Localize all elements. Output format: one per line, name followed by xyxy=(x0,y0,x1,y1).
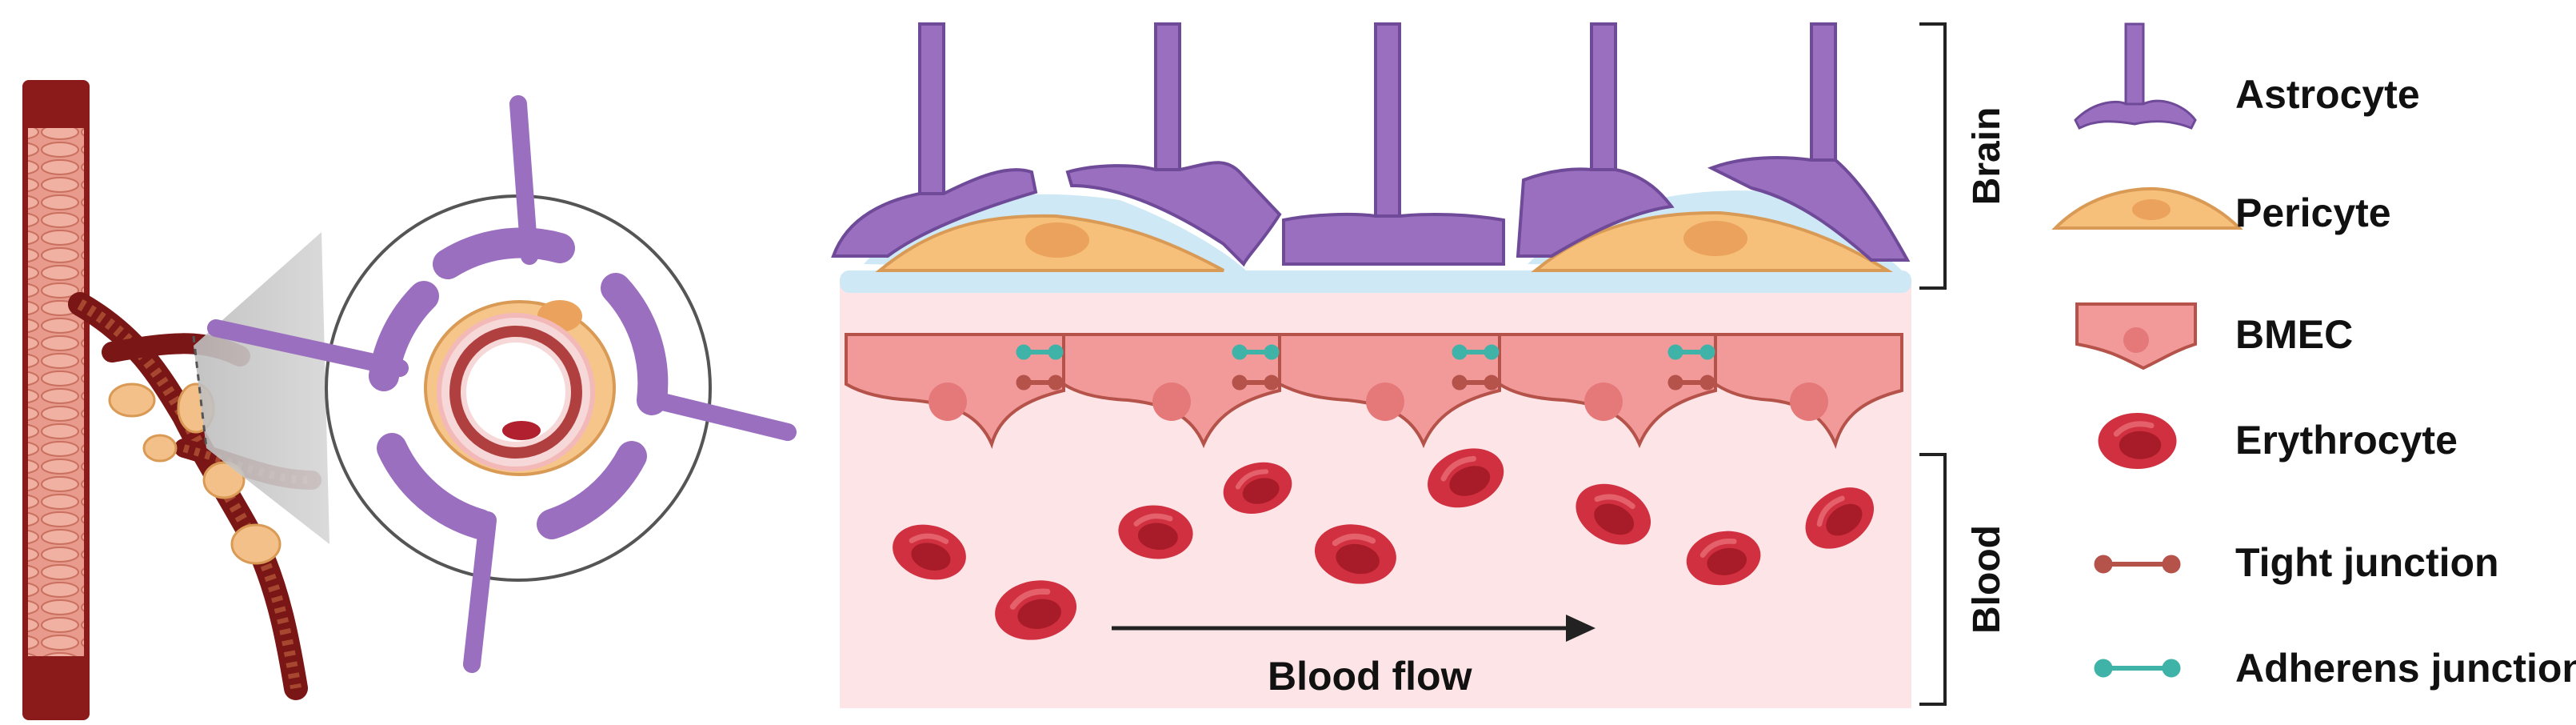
bmec-cell xyxy=(1714,333,1903,449)
pericyte-on-branch xyxy=(142,434,178,463)
junctions xyxy=(1016,344,1715,391)
pericyte-icon xyxy=(2051,186,2243,230)
pericyte-on-branch xyxy=(108,383,156,418)
pericyte-on-branch xyxy=(230,523,282,565)
cross-section-endothelium xyxy=(449,326,582,459)
vessel-overview xyxy=(22,80,797,720)
pericyte-cell xyxy=(875,214,1224,272)
bmec-icon xyxy=(2075,302,2197,371)
legend-label-astrocyte: Astrocyte xyxy=(2235,72,2420,117)
adherens-junction-icon xyxy=(2094,659,2181,678)
blood-bracket xyxy=(1919,453,1947,706)
legend: Astrocyte Pericyte BMEC Erythrocyte Tigh… xyxy=(2051,22,2576,691)
bmec-cell xyxy=(1062,333,1281,449)
tight-junction-icon xyxy=(2094,555,2181,574)
brain-bracket xyxy=(1919,22,1947,290)
astrocyte-cell xyxy=(1516,22,1675,258)
bmec-cell xyxy=(1278,333,1501,449)
pericyte-cell xyxy=(1531,210,1893,272)
zoom-marker xyxy=(192,335,208,449)
zoom-cone xyxy=(194,232,329,544)
basement-membrane xyxy=(840,270,1911,293)
pericyte-on-branch xyxy=(202,461,246,499)
astrocyte-cell xyxy=(1707,22,1911,262)
cross-section-lumen xyxy=(466,342,565,442)
legend-label-tight-junction: Tight junction xyxy=(2235,540,2499,585)
tight-junction xyxy=(1016,375,1715,391)
bbb-section: Blood flow xyxy=(831,22,1911,708)
astrocyte-cell xyxy=(1065,22,1282,267)
bmec-cell xyxy=(845,333,1065,449)
blood-flow-arrow xyxy=(1112,615,1596,642)
blood-flow-label: Blood flow xyxy=(1268,654,1472,699)
erythrocyte-icon xyxy=(2099,413,2177,469)
bmec-cell xyxy=(1498,333,1717,449)
astrocyte-cell xyxy=(1282,22,1505,266)
legend-label-adherens-junction: Adherens junction xyxy=(2235,646,2576,691)
blood-region-label: Blood xyxy=(1966,525,2008,634)
astrocyte-icon xyxy=(2074,22,2197,130)
brain-region-label: Brain xyxy=(1966,107,2008,206)
astrocyte-cell xyxy=(831,22,1038,258)
adherens-junction xyxy=(1016,344,1715,360)
main-vessel-rings xyxy=(28,128,84,656)
legend-label-bmec: BMEC xyxy=(2235,312,2353,357)
region-brackets: Brain Blood xyxy=(1919,22,2008,706)
cross-section-rbc xyxy=(502,421,541,440)
bmec-row xyxy=(845,333,1903,449)
astrocyte-endfeet-ring xyxy=(369,227,669,539)
legend-label-erythrocyte: Erythrocyte xyxy=(2235,418,2458,463)
legend-label-pericyte: Pericyte xyxy=(2235,190,2391,235)
